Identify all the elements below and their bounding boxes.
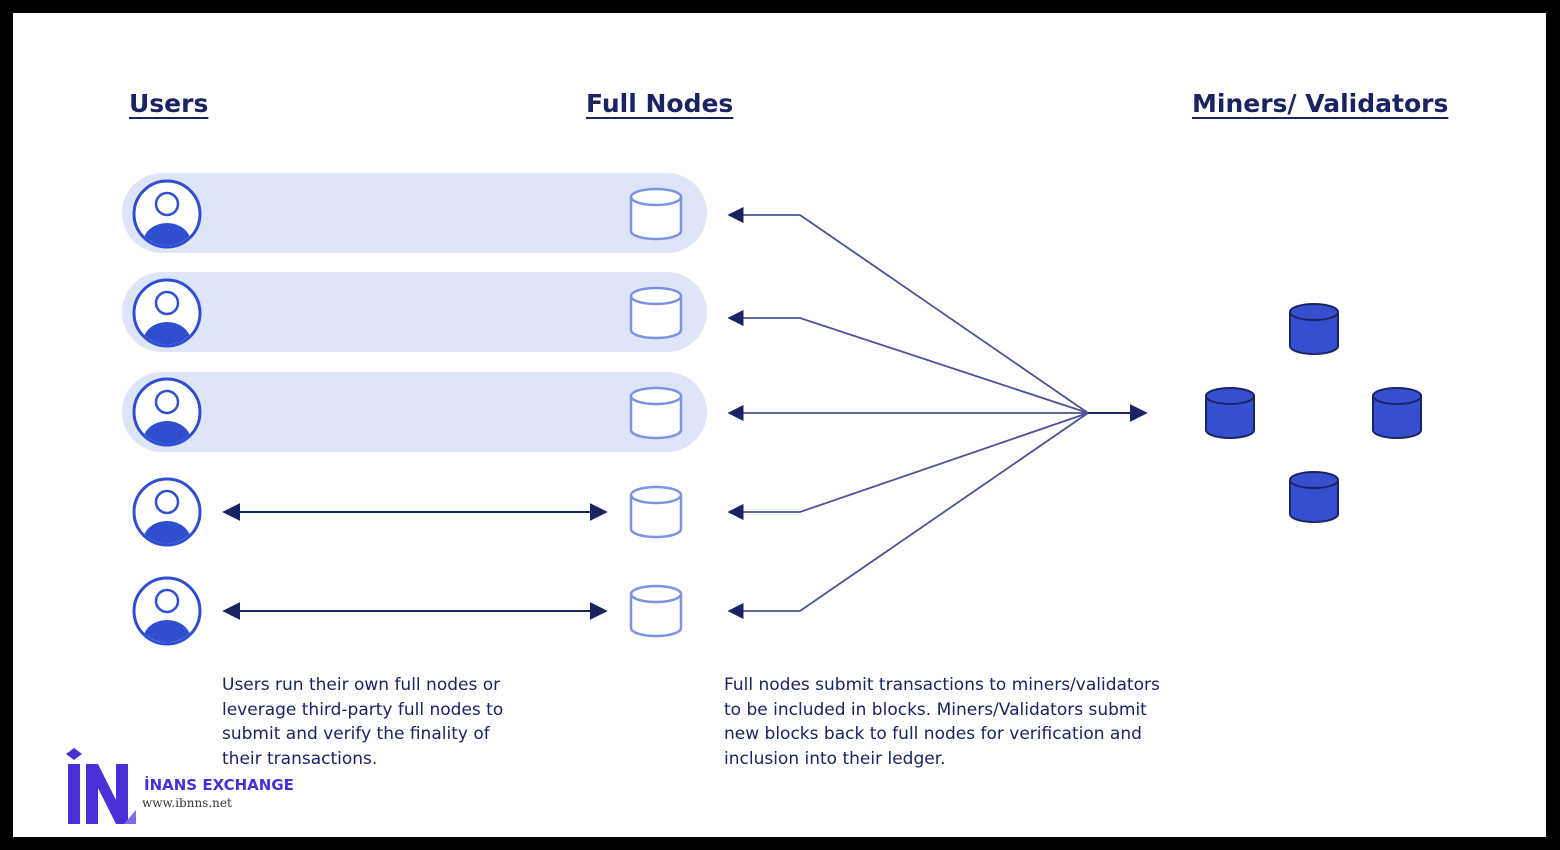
full-nodes-heading: Full Nodes xyxy=(586,89,734,118)
database-cylinder-icon xyxy=(629,286,683,340)
users-caption: Users run their own full nodes or levera… xyxy=(222,673,503,771)
users-caption-line: leverage third-party full nodes to xyxy=(222,699,504,720)
users-caption-line: Users run their own full nodes or xyxy=(222,675,501,695)
user-node-pill xyxy=(122,173,707,253)
user-avatar-icon xyxy=(132,179,202,249)
ibnns-logo-icon xyxy=(66,748,136,824)
node-connector xyxy=(727,412,1089,620)
node-connector xyxy=(727,412,1089,521)
user-avatar-icon xyxy=(132,377,202,447)
miners-validators-heading: Miners/ Validators xyxy=(1192,89,1449,118)
database-cylinder-icon xyxy=(629,386,683,440)
full-nodes-caption-line: inclusion into their ledger. xyxy=(724,748,946,769)
user-avatar-icon xyxy=(132,477,202,547)
ibnns-logo: İNANS EXCHANGE www.ibnns.net xyxy=(66,748,294,828)
users-caption-line: their transactions. xyxy=(222,748,378,769)
database-cylinder-icon xyxy=(629,584,683,638)
user-avatar-icon xyxy=(132,576,202,646)
database-cylinder-filled-icon xyxy=(1289,303,1339,355)
logo-name: İNANS EXCHANGE xyxy=(144,776,294,794)
users-heading: Users xyxy=(129,89,209,118)
database-cylinder-filled-icon xyxy=(1205,387,1255,439)
full-nodes-caption: Full nodes submit transactions to miners… xyxy=(724,673,1160,771)
user-node-pill xyxy=(122,272,707,352)
user-node-pill xyxy=(122,372,707,452)
full-nodes-caption-line: new blocks back to full nodes for verifi… xyxy=(724,724,1142,744)
logo-url: www.ibnns.net xyxy=(142,796,232,810)
users-caption-line: submit and verify the finality of xyxy=(222,724,490,744)
full-nodes-caption-line: Full nodes submit transactions to miners… xyxy=(724,675,1160,695)
database-cylinder-icon xyxy=(629,485,683,539)
diagram-panel: Users Full Nodes Miners/ Validators xyxy=(13,13,1546,837)
database-cylinder-filled-icon xyxy=(1289,471,1339,523)
node-connector xyxy=(727,309,1089,414)
full-nodes-caption-line: to be included in blocks. Miners/Validat… xyxy=(724,699,1147,720)
user-avatar-icon xyxy=(132,278,202,348)
database-cylinder-icon xyxy=(629,187,683,241)
connector-lines xyxy=(222,206,1148,620)
node-connector xyxy=(727,206,1089,414)
database-cylinder-filled-icon xyxy=(1372,387,1422,439)
